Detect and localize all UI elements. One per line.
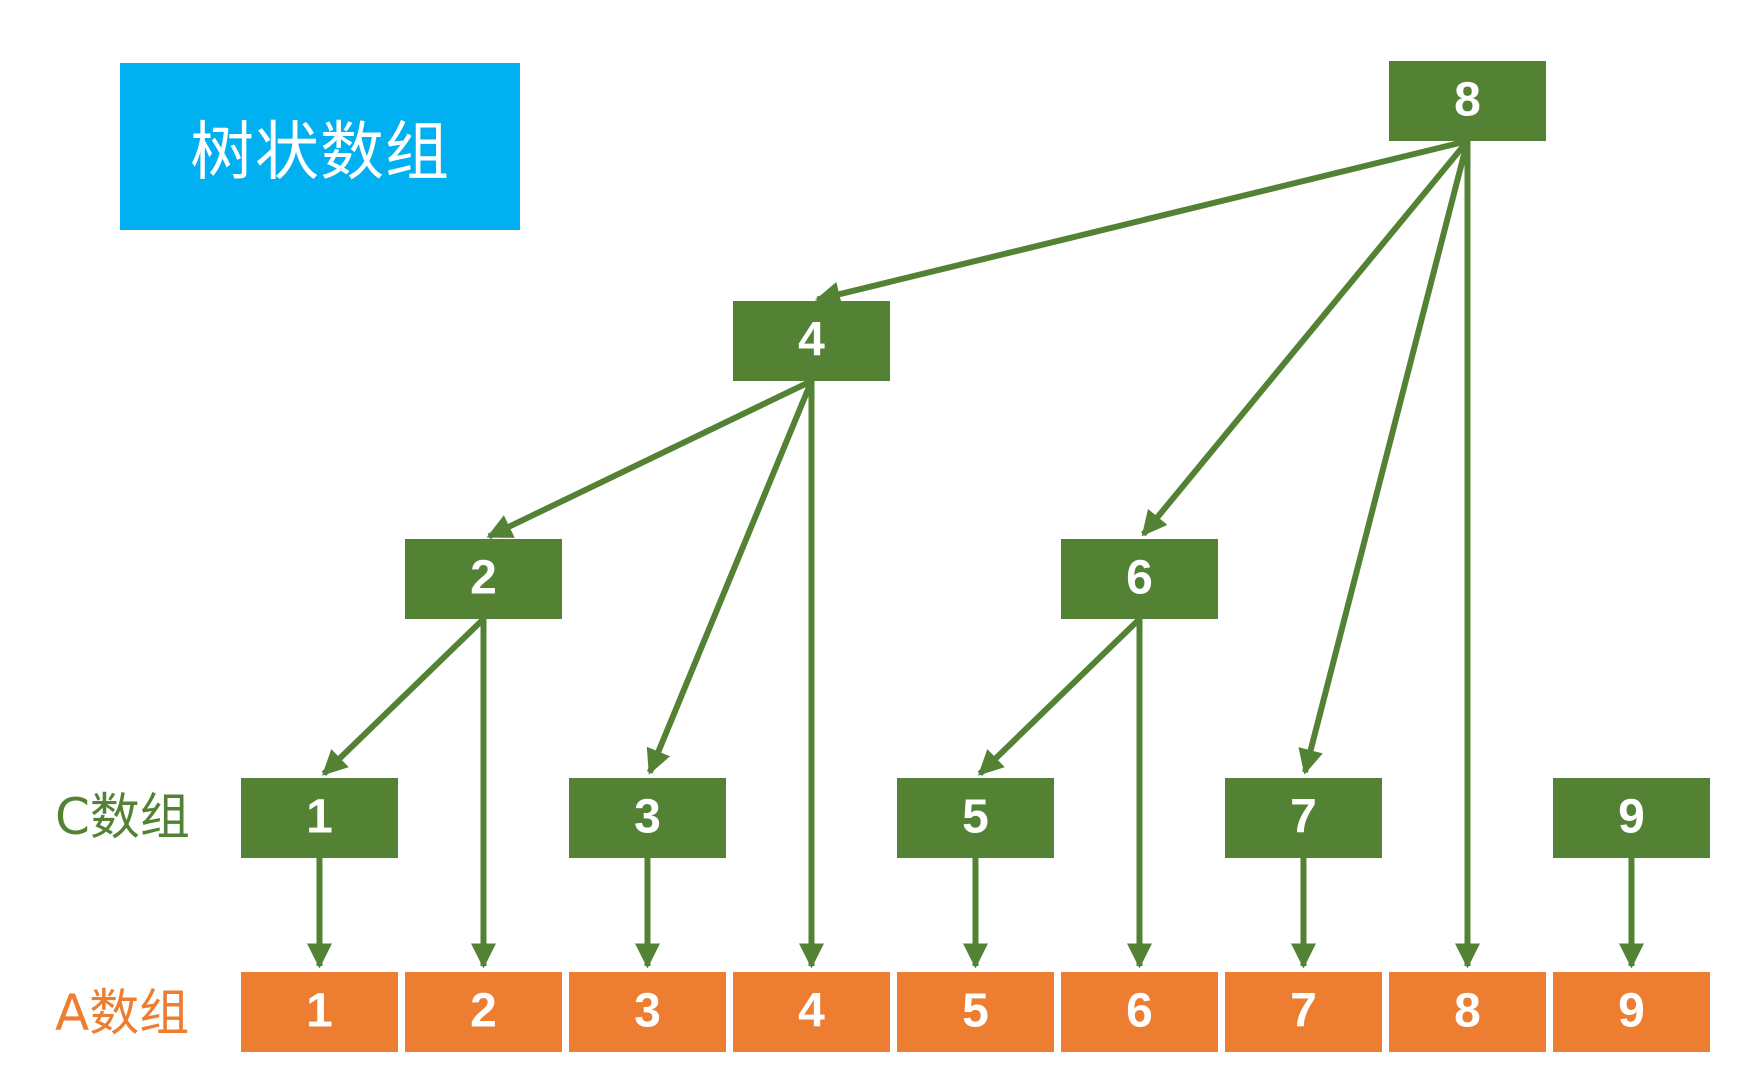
- a-node-2-box: [405, 972, 562, 1052]
- c-node-7: 7: [1225, 778, 1382, 858]
- a-node-9-label: 9: [1618, 985, 1645, 1038]
- c-node-5-box: [897, 778, 1054, 858]
- c-array-label: C数组: [55, 788, 190, 846]
- a-node-8-box: [1389, 972, 1546, 1052]
- a-node-7: 7: [1225, 972, 1382, 1052]
- c-node-7-label: 7: [1290, 791, 1317, 844]
- a-node-4: 4: [733, 972, 890, 1052]
- a-node-1-label: 1: [306, 985, 333, 1038]
- c-node-3: 3: [569, 778, 726, 858]
- c-node-3-box: [569, 778, 726, 858]
- edge-c8-to-c7: [1298, 140, 1471, 775]
- a-node-4-label: 4: [798, 985, 825, 1038]
- a-node-7-box: [1225, 972, 1382, 1052]
- a-node-5-box: [897, 972, 1054, 1052]
- a-node-1: 1: [241, 972, 398, 1052]
- a-node-5: 5: [897, 972, 1054, 1052]
- a-node-4-box: [733, 972, 890, 1052]
- a-array-label: A数组: [55, 984, 190, 1042]
- a-node-2: 2: [405, 972, 562, 1052]
- a-node-3-label: 3: [634, 985, 661, 1038]
- c-node-4-label: 4: [798, 314, 825, 367]
- edge-c4-to-c2: [486, 378, 813, 540]
- c-node-2: 2: [405, 539, 562, 619]
- edges-layer: [306, 138, 1645, 969]
- c-node-1-label: 1: [306, 791, 333, 844]
- a-node-6: 6: [1061, 972, 1218, 1052]
- a-node-6-label: 6: [1126, 985, 1153, 1038]
- c-node-2-box: [405, 539, 562, 619]
- a-node-2-label: 2: [470, 985, 497, 1038]
- c-node-9-label: 9: [1618, 791, 1645, 844]
- edge-c8-to-c4: [814, 138, 1469, 307]
- c-node-2-label: 2: [470, 552, 497, 605]
- c-node-4-box: [733, 301, 890, 381]
- a-node-3-box: [569, 972, 726, 1052]
- c-node-6-box: [1061, 539, 1218, 619]
- nodes-layer: 1 2 3 4 5 6 7 8 9 1 2 3 4 5 6 7 8 9: [241, 61, 1710, 1052]
- a-node-9-box: [1553, 972, 1710, 1052]
- title-box: 树状数组: [120, 63, 520, 230]
- edge-c8-to-c6: [1141, 139, 1470, 537]
- a-node-8-label: 8: [1454, 985, 1481, 1038]
- edge-c2-to-c1: [321, 616, 486, 776]
- edge-c6-to-c5: [977, 616, 1142, 776]
- diagram-title: 树状数组: [190, 115, 450, 190]
- edge-c4-to-c3: [646, 379, 815, 775]
- a-node-8: 8: [1389, 972, 1546, 1052]
- c-node-5-label: 5: [962, 791, 989, 844]
- a-node-9: 9: [1553, 972, 1710, 1052]
- c-node-9: 9: [1553, 778, 1710, 858]
- c-node-4: 4: [733, 301, 890, 381]
- c-node-6: 6: [1061, 539, 1218, 619]
- c-node-8-label: 8: [1454, 74, 1481, 127]
- a-node-7-label: 7: [1290, 985, 1317, 1038]
- c-node-6-label: 6: [1126, 552, 1153, 605]
- c-node-8: 8: [1389, 61, 1546, 141]
- c-node-9-box: [1553, 778, 1710, 858]
- c-node-1: 1: [241, 778, 398, 858]
- a-node-5-label: 5: [962, 985, 989, 1038]
- c-node-3-label: 3: [634, 791, 661, 844]
- a-node-6-box: [1061, 972, 1218, 1052]
- c-node-7-box: [1225, 778, 1382, 858]
- c-node-8-box: [1389, 61, 1546, 141]
- c-node-1-box: [241, 778, 398, 858]
- a-node-3: 3: [569, 972, 726, 1052]
- c-node-5: 5: [897, 778, 1054, 858]
- a-node-1-box: [241, 972, 398, 1052]
